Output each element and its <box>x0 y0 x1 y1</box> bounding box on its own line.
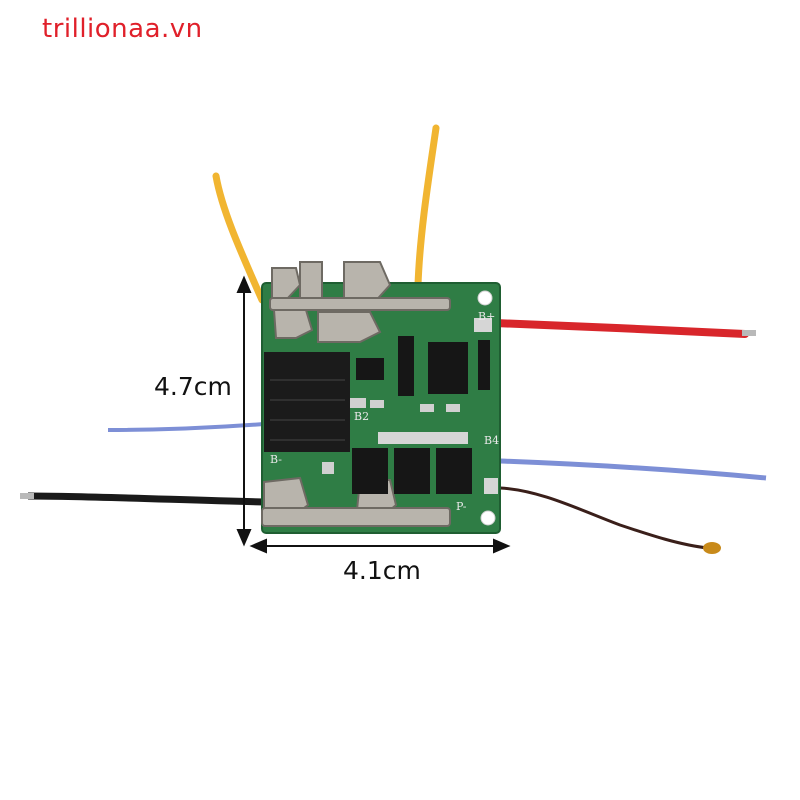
red-wire <box>491 319 749 338</box>
black-wire <box>27 492 265 506</box>
brown-wire <box>499 486 709 550</box>
width-dimension-label: 4.1cm <box>343 556 421 585</box>
ic-chips <box>356 336 490 396</box>
blue-wire-left <box>107 422 265 432</box>
terminal-top <box>269 261 451 343</box>
thermistor <box>703 542 721 554</box>
watermark-text: trillionaa.vn <box>42 14 203 44</box>
label-b4: B4 <box>484 434 499 447</box>
heatsink-left <box>264 352 350 452</box>
label-b-plus: B+ <box>478 310 495 323</box>
terminal-bottom <box>261 476 451 527</box>
label-b-minus: B- <box>270 453 282 466</box>
blue-wire-right <box>499 458 767 481</box>
label-p-minus: P- <box>456 500 467 513</box>
yellow-wire-right <box>414 124 440 289</box>
mosfet-row <box>352 448 472 494</box>
height-dimension-label: 4.7cm <box>154 372 232 401</box>
dimension-lines <box>236 275 511 554</box>
yellow-wire-left <box>212 172 266 304</box>
label-b2: B2 <box>354 410 369 423</box>
